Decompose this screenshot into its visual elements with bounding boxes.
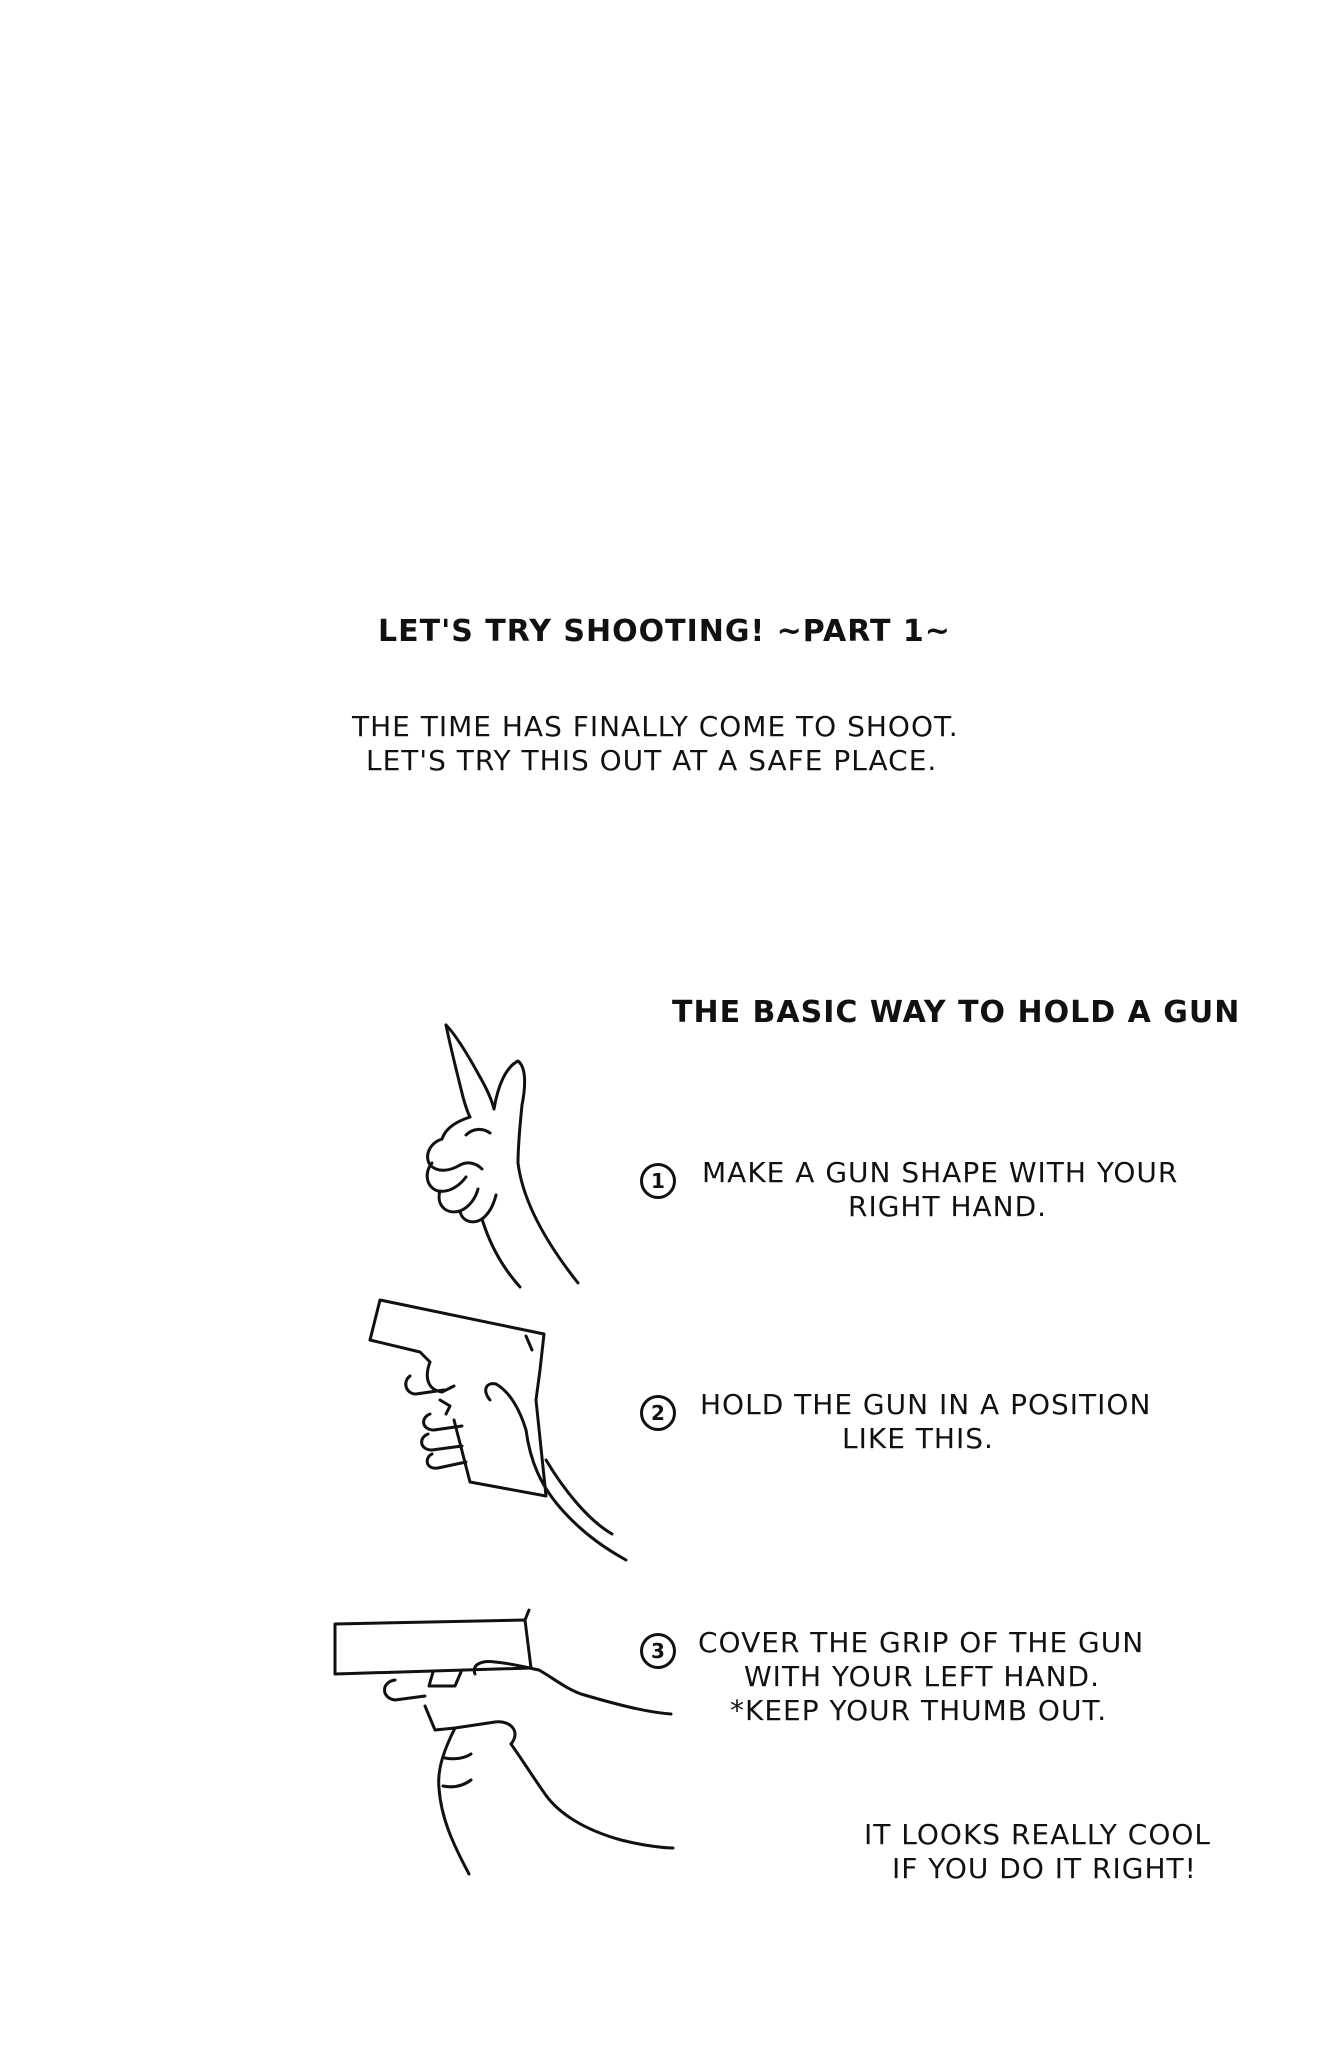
- closing-note-line-2: IF YOU DO IT RIGHT!: [892, 1852, 1197, 1885]
- one-hand-grip-icon: [350, 1290, 630, 1570]
- page-title: LET'S TRY SHOOTING! ~PART 1~: [378, 614, 951, 649]
- finger-gun-hand-icon: [410, 1005, 610, 1295]
- step-3-line-2: WITH YOUR LEFT HAND.: [744, 1660, 1100, 1693]
- intro-line-1: THE TIME HAS FINALLY COME TO SHOOT.: [352, 710, 959, 743]
- step-1-line-1: MAKE A GUN SHAPE WITH YOUR: [702, 1156, 1179, 1189]
- section-title: THE BASIC WAY TO HOLD A GUN: [672, 995, 1241, 1030]
- closing-note-line-1: IT LOOKS REALLY COOL: [864, 1818, 1211, 1851]
- step-3-line-1: COVER THE GRIP OF THE GUN: [698, 1626, 1145, 1659]
- two-hand-grip-icon: [325, 1608, 675, 1888]
- step-3-line-3: *KEEP YOUR THUMB OUT.: [730, 1694, 1108, 1727]
- intro-line-2: LET'S TRY THIS OUT AT A SAFE PLACE.: [366, 744, 938, 777]
- step-3-number: 3: [640, 1633, 676, 1669]
- step-1-number: 1: [640, 1163, 676, 1199]
- step-2-number: 2: [640, 1395, 676, 1431]
- step-1-line-2: RIGHT HAND.: [848, 1190, 1048, 1223]
- step-2-line-2: LIKE THIS.: [842, 1422, 994, 1455]
- step-2-line-1: HOLD THE GUN IN A POSITION: [700, 1388, 1152, 1421]
